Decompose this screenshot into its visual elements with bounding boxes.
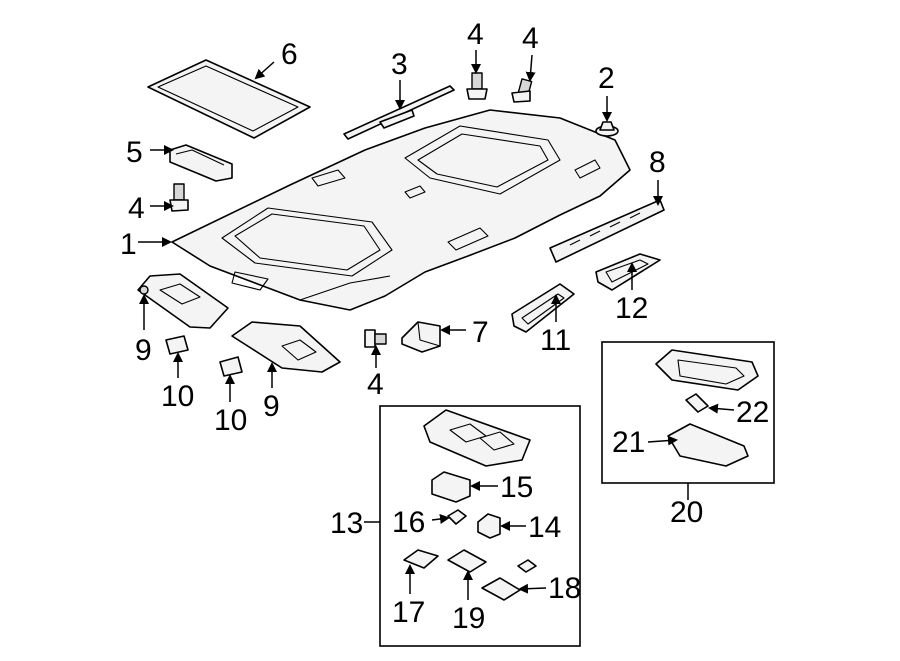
visor-clip-part-10b	[219, 356, 243, 377]
leader-lines	[138, 50, 735, 600]
box-13-frame	[379, 405, 581, 647]
bracket-part-5	[169, 144, 233, 182]
callout-10a: 10	[161, 380, 194, 413]
callout-6: 6	[281, 38, 298, 71]
callout-18: 18	[548, 572, 581, 605]
callout-10b: 10	[214, 404, 247, 437]
lens-part-21	[667, 423, 749, 467]
callout-4a: 4	[467, 18, 484, 51]
bulb-part-18a	[517, 559, 537, 573]
callout-2: 2	[598, 62, 615, 95]
callout-20: 20	[670, 496, 703, 529]
screw-part-4c	[169, 183, 189, 212]
callout-8: 8	[649, 146, 666, 179]
visor-clip-part-10a	[165, 335, 189, 355]
callout-9b: 9	[263, 390, 280, 423]
bulb-part-22	[685, 393, 709, 413]
rail-part-8	[549, 199, 665, 263]
bulb-part-16	[447, 509, 467, 525]
callout-4b: 4	[522, 22, 539, 55]
callout-9a: 9	[135, 334, 152, 367]
screw-part-4d	[364, 329, 387, 348]
sun-visor-part-9b	[231, 321, 341, 373]
sunroof-glass-part-6	[147, 59, 311, 139]
callout-4d: 4	[367, 368, 384, 401]
callout-12: 12	[615, 292, 648, 325]
callout-15: 15	[500, 471, 533, 504]
socket-part-14	[477, 513, 501, 539]
callout-labels: 1 2 3 4 4 4 4 5 6 7 8 9 9 10 10 11 12 13…	[120, 18, 769, 635]
grab-handle-part-12	[595, 253, 661, 291]
dome-lamp-part-20	[655, 349, 759, 391]
callout-11: 11	[540, 324, 571, 357]
switch-part-15	[431, 471, 471, 503]
overhead-console-part-13	[423, 409, 531, 467]
callout-16: 16	[392, 506, 425, 539]
lens-part-19	[447, 549, 487, 573]
screw-part-4b	[511, 78, 533, 103]
callout-21: 21	[612, 426, 645, 459]
retainer-strip-part-3	[343, 85, 455, 140]
lens-part-17	[403, 549, 439, 569]
callout-17: 17	[392, 596, 425, 629]
callout-13: 13	[330, 507, 363, 540]
callout-19: 19	[452, 602, 485, 635]
lens-part-18	[481, 577, 521, 601]
sun-visor-part-9a	[137, 273, 229, 329]
bracket-part-7	[401, 321, 441, 353]
callout-7: 7	[472, 316, 489, 349]
callout-3: 3	[391, 48, 408, 81]
callout-5: 5	[126, 136, 143, 169]
callout-1: 1	[120, 228, 137, 261]
callout-14: 14	[528, 511, 561, 544]
callout-22: 22	[736, 396, 769, 429]
callout-4c: 4	[128, 192, 145, 225]
clip-part-2	[595, 121, 619, 137]
headliner-part	[171, 109, 631, 311]
screw-part-4a	[466, 72, 488, 100]
